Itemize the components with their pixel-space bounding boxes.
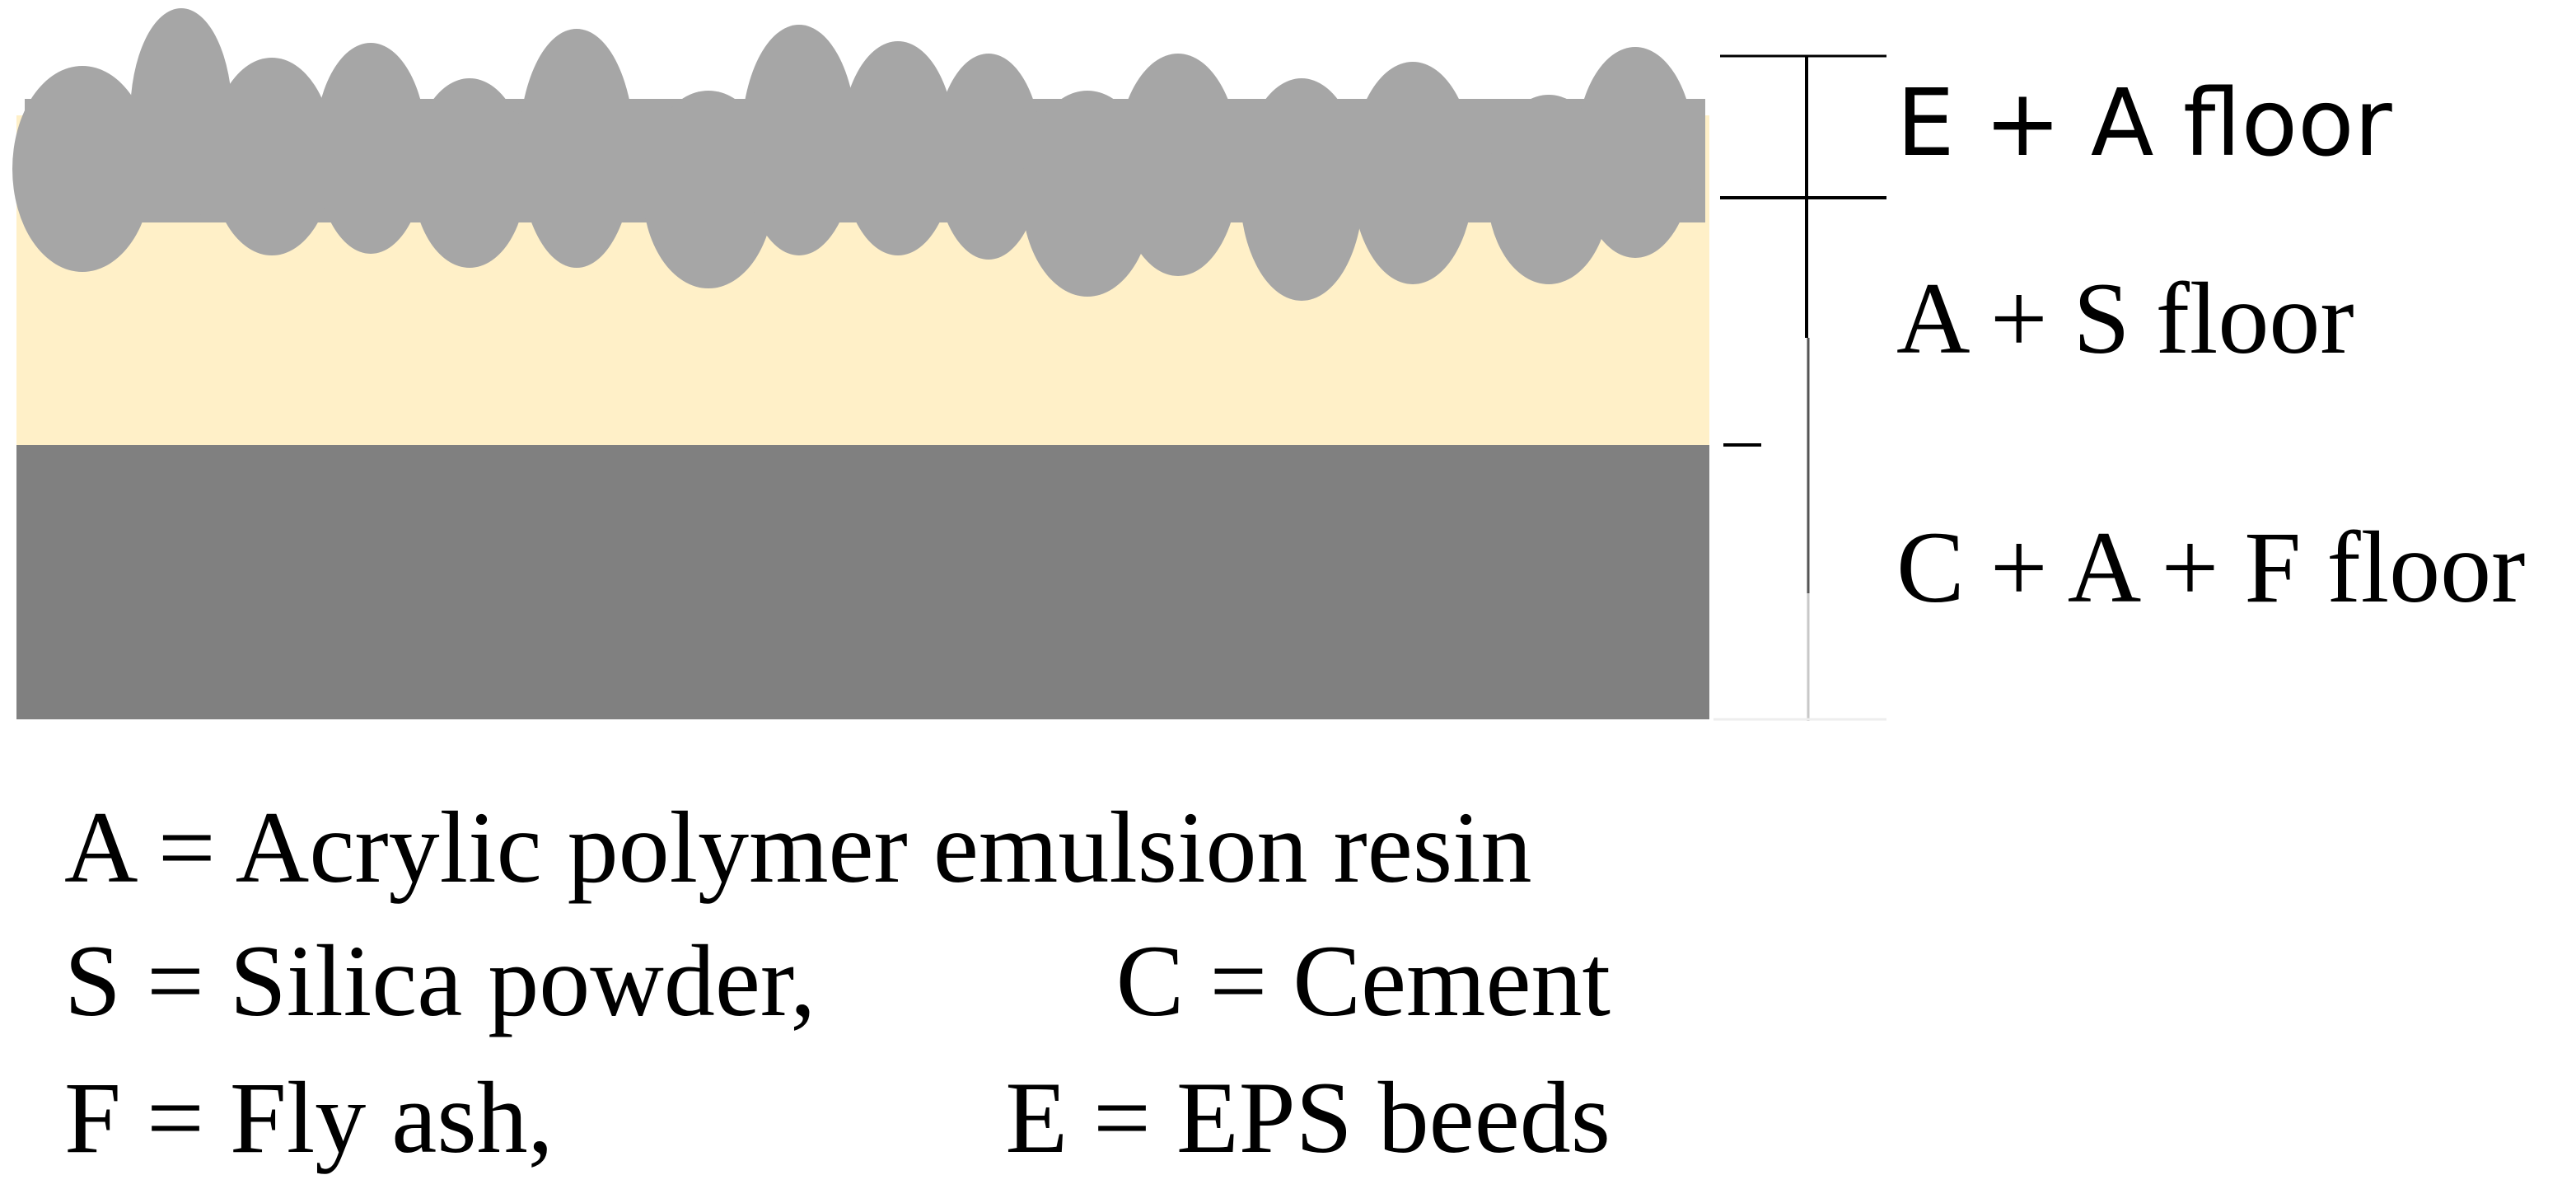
thickness-bracket <box>1713 54 1886 721</box>
legend-line-silica: S = Silica powder, <box>64 925 816 1037</box>
eps-bead <box>315 43 427 254</box>
legend: A = Acrylic polymer emulsion resin S = S… <box>64 791 1611 1174</box>
eps-bead <box>412 78 527 268</box>
eps-bead <box>840 41 956 255</box>
eps-bead <box>1351 62 1475 284</box>
legend-line-eps: E = EPS beeds <box>1005 1061 1611 1174</box>
eps-bead <box>741 25 857 255</box>
eps-bead <box>519 29 634 268</box>
eps-bead <box>935 54 1042 260</box>
eps-bead <box>130 8 232 222</box>
legend-line-acrylic: A = Acrylic polymer emulsion resin <box>64 791 1532 904</box>
eps-bead <box>12 66 152 272</box>
layer-label-eps: E + A floor <box>1896 70 2393 177</box>
eps-beads-layer <box>12 8 1705 301</box>
legend-line-flyash: F = Fly ash, <box>64 1061 554 1174</box>
eps-bead <box>1116 54 1240 276</box>
eps-bead <box>1576 47 1695 258</box>
base-layer <box>16 443 1709 719</box>
eps-bead <box>210 58 334 255</box>
layer-label-base: C + A + F floor <box>1896 511 2525 624</box>
layer-label-silica: A + S floor <box>1896 262 2354 375</box>
eps-bead <box>1240 78 1363 301</box>
legend-line-cement: C = Cement <box>1116 925 1611 1037</box>
